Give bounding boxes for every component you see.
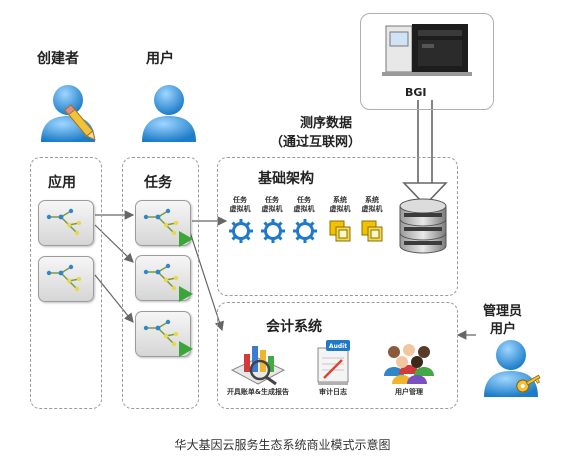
sequencer-frame — [360, 13, 494, 110]
vm-caption: 系统虚拟机 — [361, 196, 383, 213]
apps-box — [30, 157, 102, 409]
user-label: 用户 — [146, 51, 174, 67]
tasks-title: 任务 — [144, 175, 172, 191]
admin-avatar-icon — [484, 340, 541, 397]
accounting-title: 会计系统 — [266, 319, 322, 335]
infrastructure-title: 基础架构 — [258, 171, 314, 187]
user-management-icon — [384, 344, 434, 384]
data-label-line2: （通过互联网） — [270, 135, 362, 150]
workflow-icon — [46, 264, 82, 292]
billing-caption: 开具账单&生成报告 — [226, 388, 290, 396]
sequencer-arrow-shaft — [417, 100, 433, 183]
gear-icon — [229, 219, 253, 243]
vm-caption: 任务虚拟机 — [261, 196, 283, 213]
billing-report-icon — [230, 346, 286, 386]
play-icon — [179, 341, 193, 357]
play-icon — [179, 286, 193, 302]
system-vm-icon — [361, 220, 383, 242]
sequencer-machine-icon — [382, 24, 472, 76]
vm-caption: 系统虚拟机 — [329, 196, 351, 213]
play-icon — [179, 231, 193, 247]
workflow-icon — [143, 319, 179, 347]
accounting-box — [217, 302, 458, 409]
diagram-caption: 华大基因云服务生态系统商业模式示意图 — [174, 438, 391, 452]
tasks-box — [122, 157, 199, 409]
user-avatar-icon — [142, 85, 196, 142]
vm-caption: 任务虚拟机 — [293, 196, 315, 213]
vm-caption: 任务虚拟机 — [229, 196, 251, 213]
user-management-caption: 用户管理 — [395, 388, 423, 396]
app-workflow-tile — [38, 256, 94, 302]
creator-label: 创建者 — [37, 51, 79, 67]
database-icon — [399, 198, 447, 254]
arrow-task-to-accounting — [189, 231, 224, 332]
app-workflow-tile — [38, 200, 94, 246]
audit-caption: 审计日志 — [319, 388, 347, 396]
sequencer-arrow-head — [402, 182, 448, 207]
gear-icon — [261, 219, 285, 243]
admin-label-line1: 管理员 — [483, 304, 523, 319]
workflow-icon — [143, 208, 179, 236]
audit-log-icon — [317, 340, 350, 385]
sequencer-brand: BGI — [405, 86, 427, 99]
system-vm-icon — [329, 220, 351, 242]
data-label-line1: 测序数据 — [300, 116, 353, 131]
workflow-icon — [46, 208, 82, 236]
audit-tag: Audit — [328, 343, 348, 350]
gear-icon — [293, 219, 317, 243]
workflow-icon — [143, 263, 179, 291]
infrastructure-box — [217, 157, 458, 296]
admin-label-line2: 用户 — [490, 322, 517, 337]
apps-title: 应用 — [48, 175, 76, 191]
creator-avatar-icon — [41, 85, 96, 142]
